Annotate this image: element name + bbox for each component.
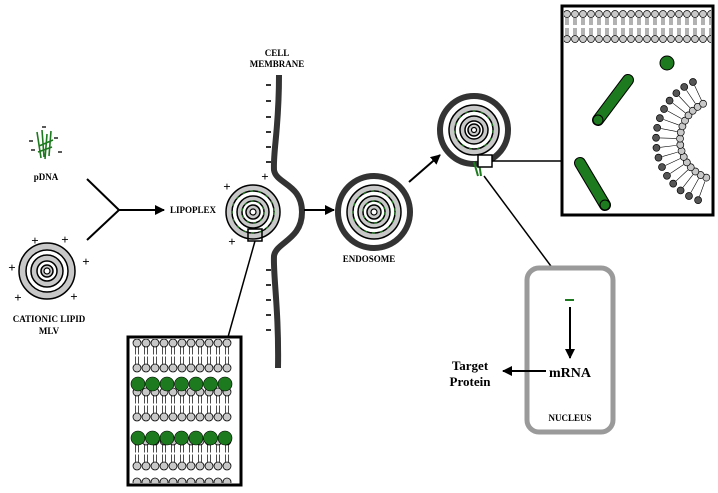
membrane-label: MEMBRANE <box>250 59 305 69</box>
mrna-label: mRNA <box>549 366 592 381</box>
svg-text:+: + <box>8 260 15 275</box>
svg-text:+: + <box>228 234 235 249</box>
cell-membrane <box>270 74 306 369</box>
zoom-line-lipoplex <box>227 240 256 338</box>
endosome <box>335 173 413 251</box>
endosome-label: ENDOSOME <box>343 254 396 264</box>
svg-text:+: + <box>82 254 89 269</box>
svg-text:+: + <box>61 232 68 247</box>
nucleus-label: NUCLEUS <box>548 413 591 423</box>
lipoplex-charges: + + + <box>223 169 268 249</box>
membrane-charges <box>266 84 271 331</box>
lipoplex-bilayer-zoom <box>126 335 243 487</box>
pdna-label: pDNA <box>34 172 59 182</box>
endosomal-escape <box>437 93 511 177</box>
mlv-charges: + + + + + + <box>8 232 89 305</box>
mlv-label: MLV <box>39 326 60 336</box>
lipoplex <box>225 184 281 242</box>
merge-arrow <box>86 178 165 241</box>
arrow-to-escape <box>408 154 441 183</box>
target-label: Target <box>452 358 489 373</box>
svg-text:+: + <box>70 289 77 304</box>
cationic-lipid-label: CATIONIC LIPID <box>13 314 86 324</box>
escape-zoom-panel <box>560 4 715 217</box>
lipoplex-label: LIPOPLEX <box>170 205 217 215</box>
cationic-lipid-mlv <box>18 242 76 300</box>
svg-text:+: + <box>223 179 230 194</box>
protein-label: Protein <box>450 374 492 389</box>
svg-text:+: + <box>14 290 21 305</box>
cell-label: CELL <box>265 48 290 58</box>
svg-text:+: + <box>261 169 268 184</box>
svg-text:+: + <box>31 233 38 248</box>
pdna-icon <box>29 126 62 160</box>
